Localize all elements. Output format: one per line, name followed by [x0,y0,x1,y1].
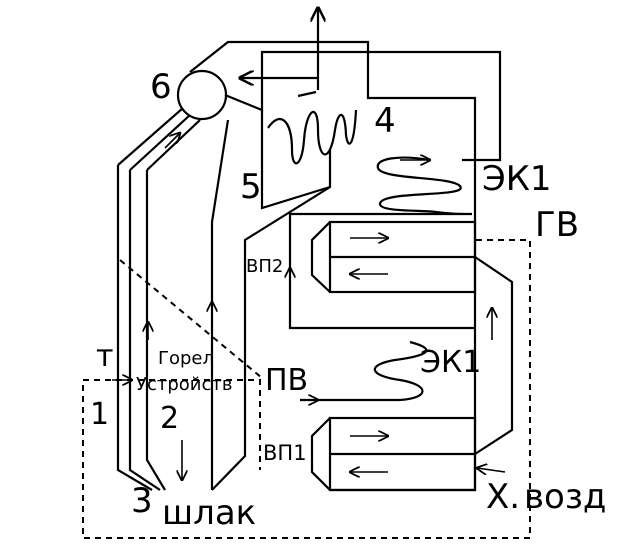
label-x: Х. [486,477,520,517]
label-pv: ПВ [265,363,308,398]
label-2: 2 [160,401,179,436]
label-vp1: ВП1 [263,441,307,465]
economiser-mid-coil [300,340,428,402]
hot-air-duct-dashed [82,239,531,539]
label-6: 6 [150,67,172,107]
economiser-top-coil [288,156,475,330]
air-heater-vp2 [290,220,477,294]
burner-dashed-diagonal [119,259,263,379]
label-4: 4 [374,101,396,141]
gas-partition [210,119,332,491]
superheater-4-coil [267,109,358,165]
label-1: 1 [90,397,109,432]
label-vp2: ВП2 [246,256,283,277]
drum-6 [176,69,228,121]
label-t: т [96,339,113,374]
label-burner-line2: Устройств [136,374,232,395]
label-shlak: шлак [162,493,256,533]
air-heater-vp1 [310,416,477,492]
label-burner-line1: Горел [158,348,214,369]
label-gv: ГВ [535,205,579,245]
air-duct-right [474,256,514,455]
label-ek1-top: ЭК1 [482,159,552,199]
label-vozd: возд [524,477,606,517]
label-ek1-mid: ЭК1 [420,345,481,380]
furnace-screen-tubes [116,107,201,491]
label-3: 3 [131,481,153,521]
label-5: 5 [240,167,262,207]
superheater-5-body [260,110,331,210]
